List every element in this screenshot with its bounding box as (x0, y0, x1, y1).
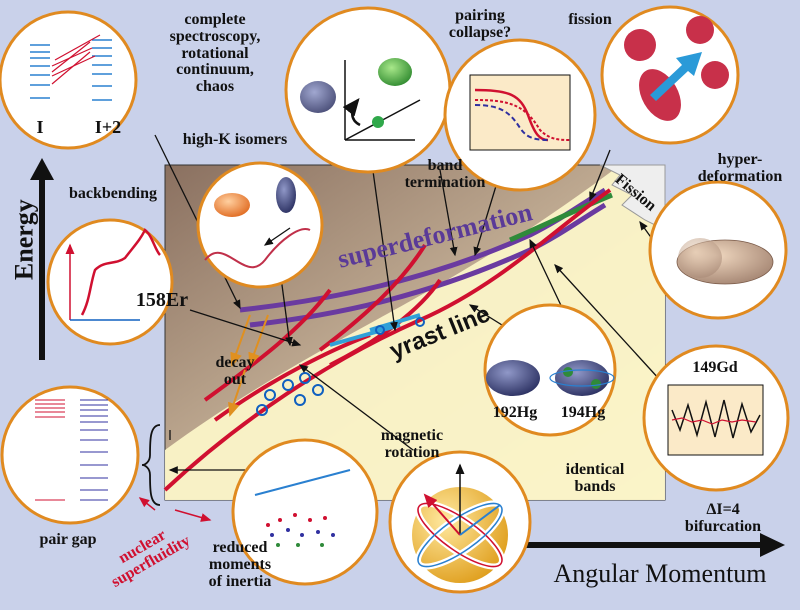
bubble-pair-gap (0, 385, 140, 525)
label-reduced-moments: reduced moments of inertia (208, 539, 272, 590)
label-I: I (36, 117, 44, 137)
bubble-hyperdeformation (648, 180, 788, 320)
label-pair-gap: pair gap (39, 531, 97, 548)
bubble-identical-bands (483, 303, 617, 437)
label-hyperdeformation: hyper- deformation (697, 151, 783, 185)
label-hg192: 192Hg (492, 404, 538, 421)
label-fission: fission (568, 11, 612, 28)
label-backbending: backbending (68, 185, 158, 202)
label-angular-momentum: Angular Momentum (553, 559, 767, 588)
mag-rotation-1 (329, 323, 401, 347)
hyperdeformed-band (509, 192, 613, 243)
label-gd149: 149Gd (692, 359, 738, 376)
bubble-bifurcation (642, 344, 790, 492)
bubble-pairing (443, 38, 597, 192)
label-energy: Energy (9, 199, 39, 281)
label-pairing-collapse: pairing collapse? (448, 7, 512, 41)
label-bifurcation: ΔI=4 bifurcation (684, 501, 762, 535)
label-band-termination: band termination (404, 157, 486, 191)
bubble-magnetic (388, 450, 532, 594)
bubble-moments (231, 438, 379, 586)
label-spectroscopy: complete spectroscopy, rotational contin… (169, 11, 261, 96)
bubble-spectroscopy (0, 10, 138, 150)
band-red-4 (318, 243, 427, 352)
label-decay-out: decay out (215, 354, 255, 388)
label-magnetic-rotation: magnetic rotation (380, 427, 444, 461)
fission-region (599, 164, 666, 231)
bubble-fission (600, 5, 740, 145)
yrast-line (163, 188, 612, 492)
label-I-plus-2: I+2 (94, 117, 122, 137)
bubble-triaxial (284, 6, 452, 174)
bubble-highK (196, 161, 324, 289)
label-er158: 158Er (135, 289, 189, 311)
band-red-1 (203, 288, 332, 402)
label-identical-bands: identical bands (565, 461, 625, 495)
label-hg194: 194Hg (560, 404, 606, 421)
bubble-backbending (46, 218, 174, 346)
label-high-k: high-K isomers (182, 131, 288, 148)
sd-band-2 (249, 202, 607, 328)
